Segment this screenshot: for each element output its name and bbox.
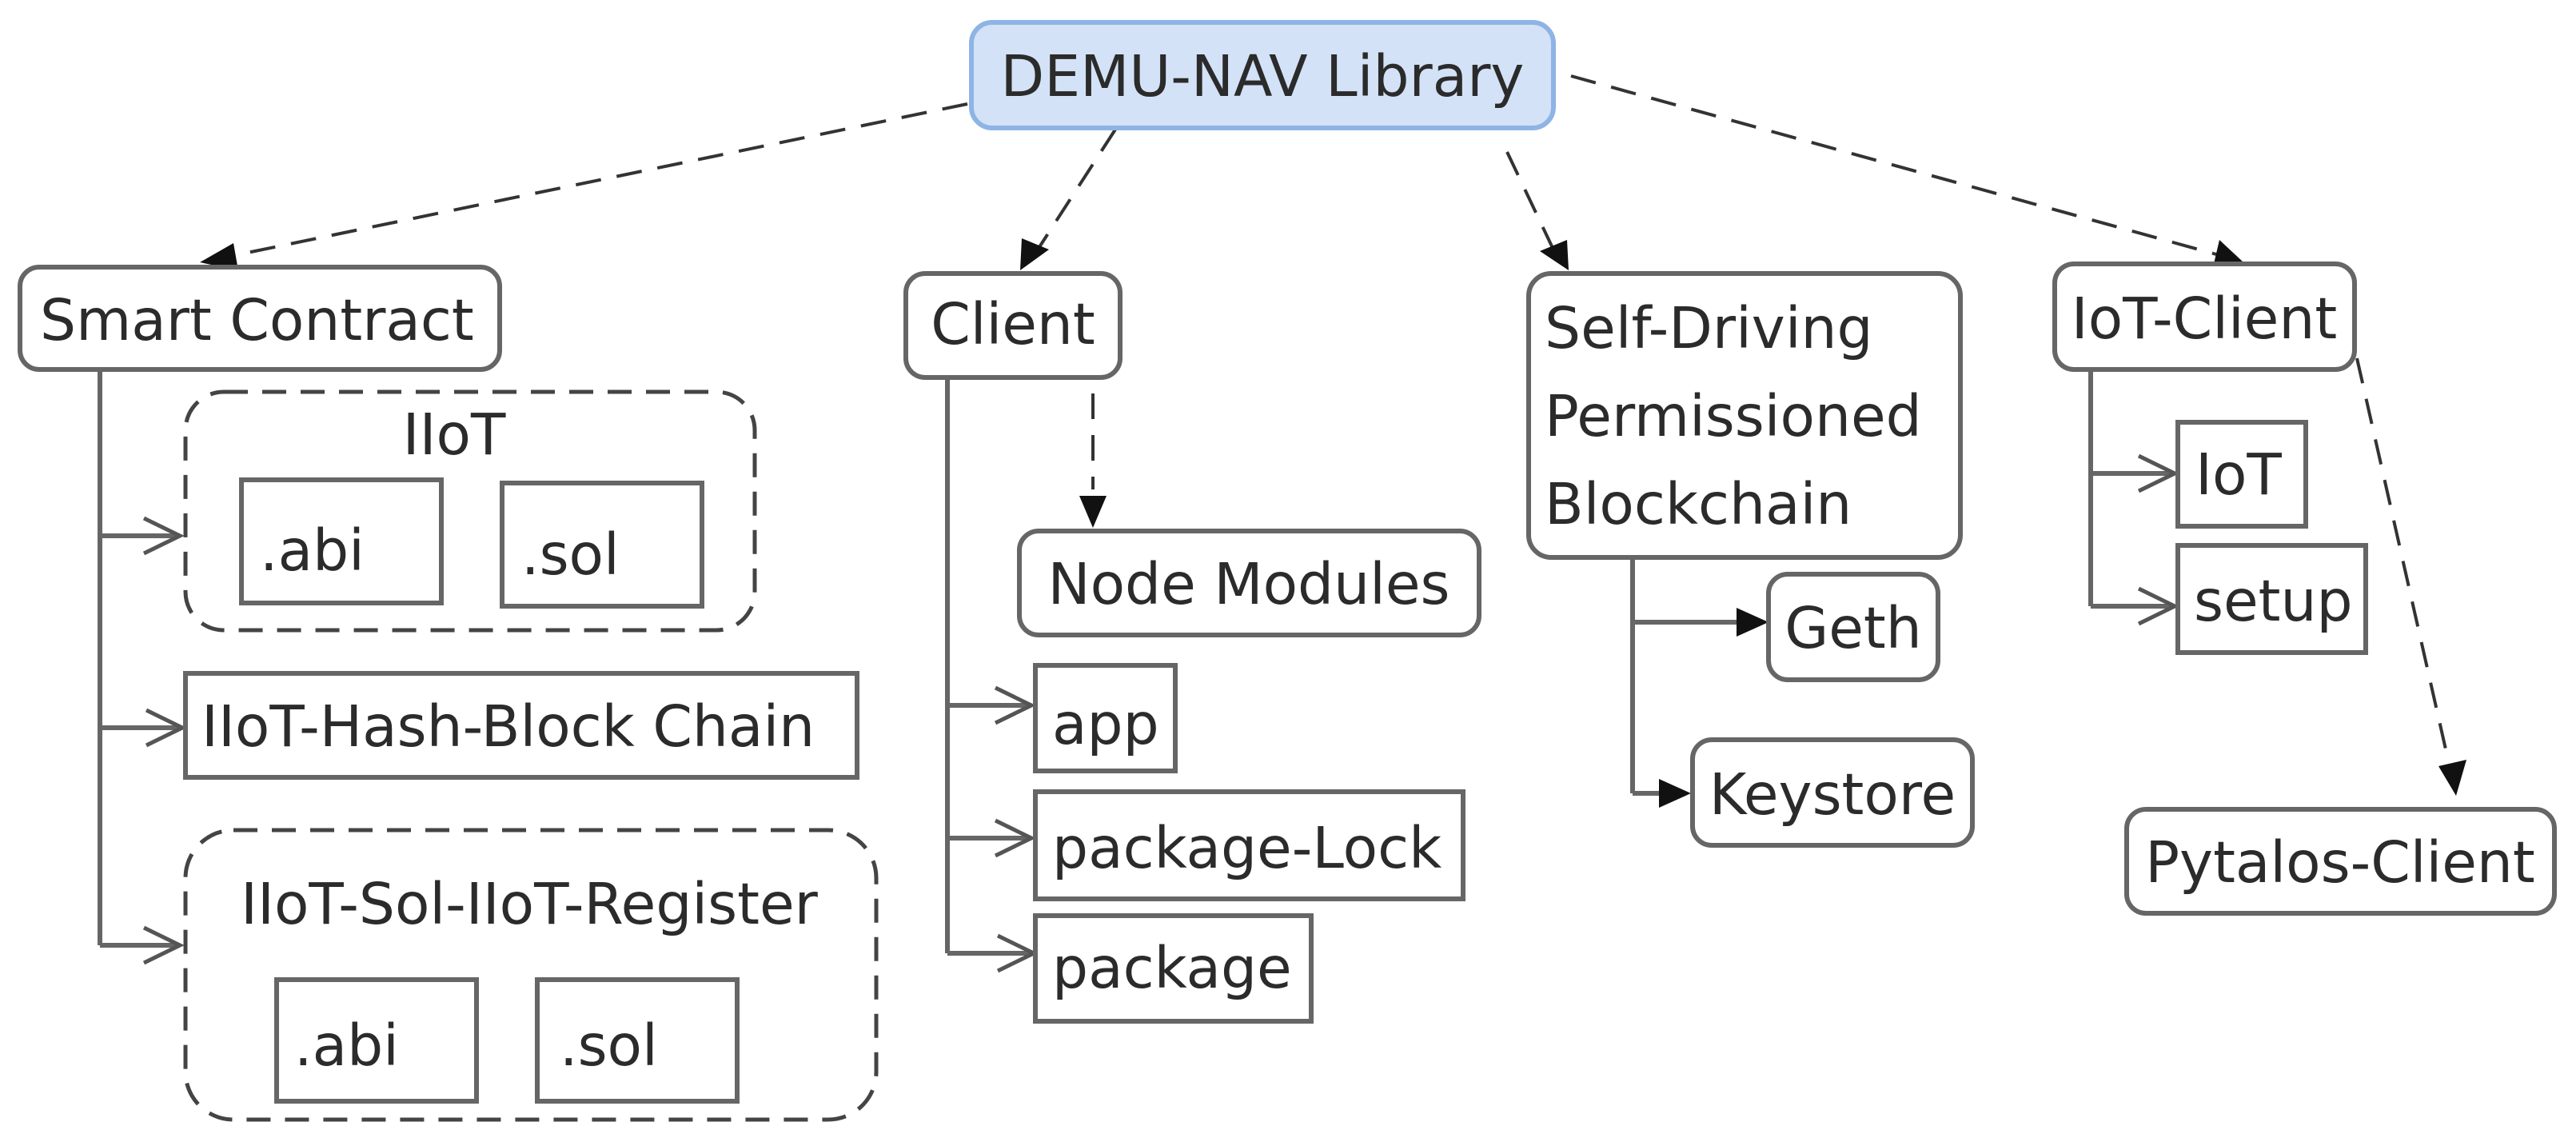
node-app: app: [1033, 663, 1178, 773]
iiot-file-sol: .sol: [521, 521, 620, 588]
edge-root-to-self-driving: [1505, 151, 1554, 249]
node-geth: Geth: [1766, 572, 1940, 682]
iot-client-label: IoT-Client: [2072, 286, 2337, 352]
smart-contract-edges: [98, 369, 187, 965]
node-self-driving: Self-Driving Permissioned Blockchain: [1526, 271, 1963, 560]
node-client: Client: [903, 271, 1123, 380]
arrowhead-iot-client: [2213, 240, 2243, 267]
node-smart-contract: Smart Contract: [18, 265, 502, 372]
pytalos-client-label: Pytalos-Client: [2145, 829, 2535, 896]
client-file-package: package: [1052, 935, 1292, 1001]
node-hash-block-chain: IIoT-Hash-Block Chain: [183, 671, 859, 780]
node-root: DEMU-NAV Library: [969, 20, 1556, 130]
node-keystore: Keystore: [1690, 737, 1975, 848]
client-file-package-lock: package-Lock: [1052, 815, 1442, 881]
setup-label: setup: [2194, 568, 2353, 634]
self-driving-edges: [1630, 560, 1769, 808]
iiot-group-label: IIoT: [403, 401, 506, 468]
group-register: IIoT-Sol-IIoT-Register .abi .sol: [183, 828, 879, 1122]
self-driving-line-3: Blockchain: [1545, 471, 1852, 537]
node-iot: IoT: [2175, 420, 2308, 529]
client-file-app: app: [1052, 691, 1159, 757]
node-setup: setup: [2175, 543, 2368, 655]
keystore-label: Keystore: [1709, 761, 1956, 828]
iiot-file-abi: .abi: [260, 517, 365, 584]
edge-root-to-iot-client: [1570, 74, 2217, 256]
hash-block-chain-label: IIoT-Hash-Block Chain: [201, 693, 815, 760]
arrowhead-smart-contract: [200, 243, 238, 270]
root-edges: [200, 74, 2243, 270]
iot-label: IoT: [2195, 441, 2282, 508]
edge-root-to-smart-contract: [231, 102, 968, 258]
node-node-modules: Node Modules: [1017, 529, 1481, 637]
self-driving-line-1: Self-Driving: [1545, 295, 1873, 361]
node-pytalos-client: Pytalos-Client: [2124, 807, 2557, 916]
client-edges: [945, 377, 1107, 973]
node-package-lock: package-Lock: [1033, 789, 1465, 901]
iot-client-edges: [2088, 357, 2466, 796]
register-file-sol: .sol: [560, 1012, 658, 1079]
self-driving-line-2: Permissioned: [1545, 383, 1922, 449]
edge-root-to-client: [1036, 128, 1117, 251]
edge-iot-client-to-pytalos: [2355, 357, 2450, 761]
smart-contract-label: Smart Contract: [40, 287, 474, 353]
arrowhead-client: [1020, 238, 1049, 270]
root-box: [969, 20, 1556, 130]
node-iot-client: IoT-Client: [2052, 262, 2357, 372]
client-label: Client: [931, 291, 1095, 357]
register-group-label: IIoT-Sol-IIoT-Register: [241, 871, 819, 937]
group-iiot: IIoT .abi .sol: [183, 389, 757, 633]
register-file-abi: .abi: [294, 1012, 399, 1079]
node-modules-label: Node Modules: [1047, 551, 1449, 617]
geth-label: Geth: [1784, 595, 1922, 661]
arrowhead-self-driving: [1540, 240, 1569, 270]
root-label: DEMU-NAV Library: [1001, 43, 1525, 110]
node-package: package: [1033, 913, 1314, 1024]
